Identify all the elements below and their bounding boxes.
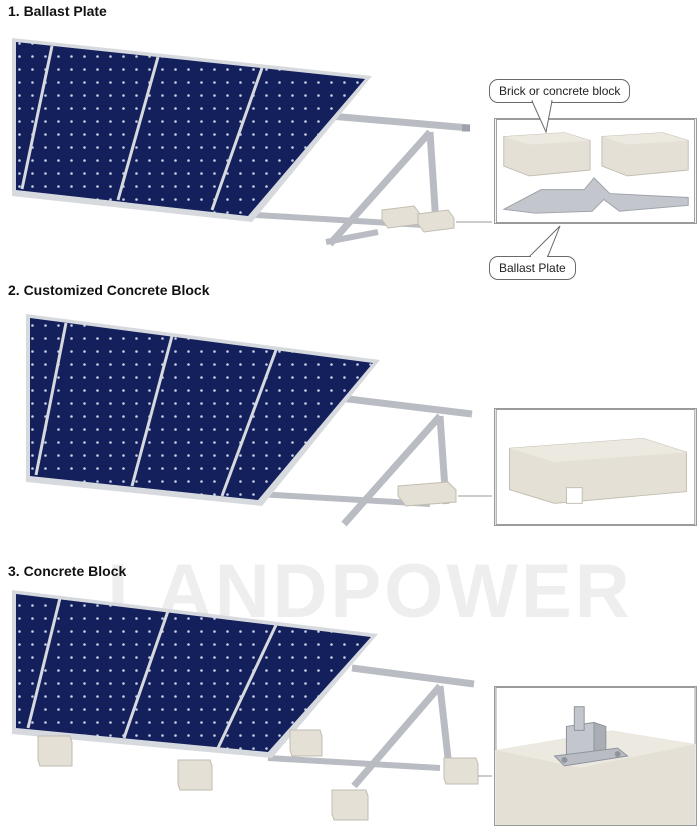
concrete-block-scene	[12, 590, 492, 821]
bracket-detail	[553, 706, 629, 767]
concrete-block	[381, 205, 455, 233]
brick-block-right	[601, 132, 689, 177]
solar-panel-array	[26, 314, 380, 506]
mount-frame	[267, 664, 475, 789]
ballast-plate-scene	[12, 38, 492, 247]
callout-brick-or-concrete-block: Brick or concrete block	[489, 79, 631, 103]
solar-panel-array	[12, 590, 378, 758]
concrete-block-detail-box	[494, 686, 697, 826]
customized-block-detail-box	[494, 408, 697, 526]
brick-block-left	[503, 132, 591, 177]
customized-concrete-block-detail	[508, 437, 687, 504]
ballast-plate-shape	[502, 177, 689, 214]
section-title-customized-concrete-block: 2. Customized Concrete Block	[8, 282, 210, 298]
customized-block-scene	[26, 314, 492, 527]
ballast-plate-detail-box	[494, 118, 697, 224]
concrete-block-feet	[37, 729, 479, 821]
customized-concrete-block	[397, 481, 457, 507]
mount-frame	[257, 394, 473, 527]
callout-ballast-plate: Ballast Plate	[489, 256, 576, 280]
solar-panel-array	[12, 38, 372, 222]
section-title-concrete-block: 3. Concrete Block	[8, 563, 127, 579]
section-title-ballast-plate: 1. Ballast Plate	[8, 3, 107, 19]
